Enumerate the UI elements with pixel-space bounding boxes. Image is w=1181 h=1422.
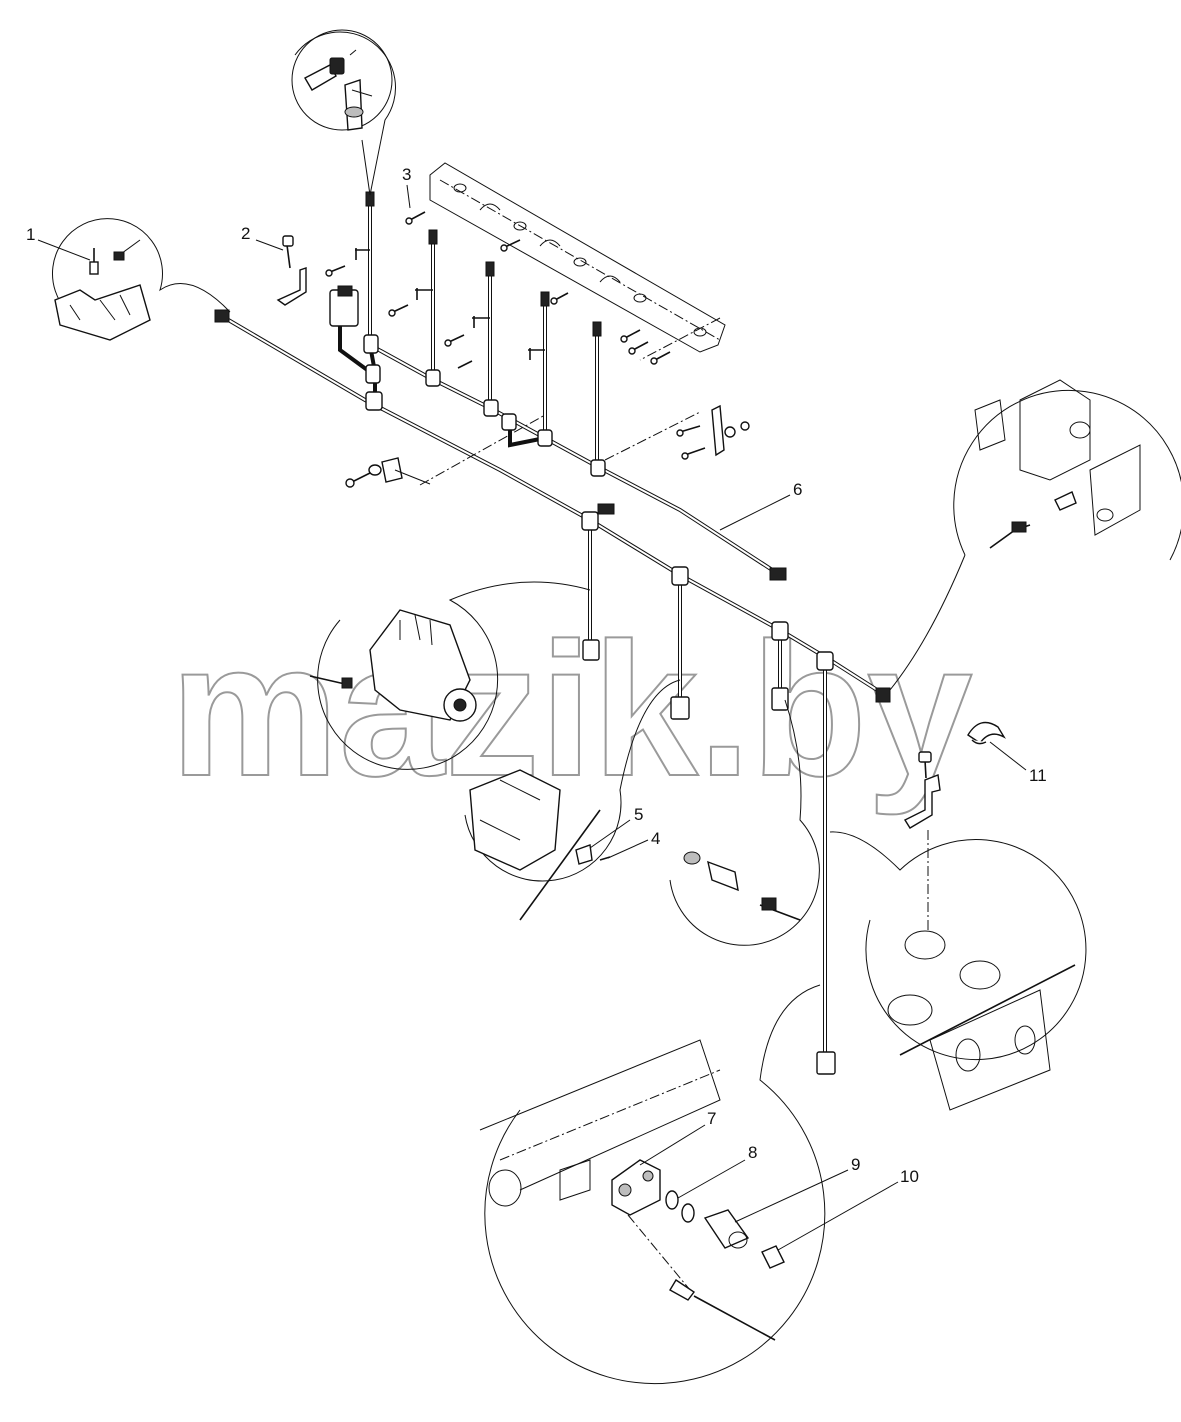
clip-bracket <box>676 404 750 460</box>
callout-11: 11 <box>989 741 1047 785</box>
callout-4: 4 <box>607 829 660 859</box>
detail-circle-top-sensor <box>291 29 396 196</box>
callout-label: 8 <box>748 1143 757 1162</box>
cable-clip <box>903 721 1006 930</box>
detail-circle-right-block <box>889 379 1181 691</box>
callout-1: 1 <box>26 225 91 261</box>
callout-7: 7 <box>639 1109 716 1166</box>
detail-circle-bottom-assembly <box>479 984 826 1385</box>
callout-2: 2 <box>241 224 284 251</box>
callout-label: 6 <box>793 480 802 499</box>
rail-bolts <box>325 211 671 369</box>
harness-sensor <box>345 457 431 488</box>
callout-10: 10 <box>777 1167 919 1251</box>
callout-8: 8 <box>677 1143 757 1199</box>
mounting-bracket <box>276 235 307 306</box>
callout-label: 1 <box>26 225 35 244</box>
detail-circle-bracket-sensor <box>464 679 681 921</box>
callout-3: 3 <box>402 165 411 209</box>
wiring-harness <box>214 191 891 1075</box>
detail-circle-left <box>51 218 231 341</box>
callout-label: 9 <box>851 1155 860 1174</box>
detail-circle-fuel-pump <box>309 581 591 770</box>
callout-label: 10 <box>900 1167 919 1186</box>
callout-label: 11 <box>1029 766 1047 785</box>
leader-lines <box>419 317 721 486</box>
callout-label: 5 <box>634 805 643 824</box>
callout-9: 9 <box>734 1155 860 1223</box>
callout-label: 7 <box>707 1109 716 1128</box>
detail-circle-temp-sensor <box>669 699 820 946</box>
watermark-text: mazik.by <box>170 604 973 816</box>
callout-label: 2 <box>241 224 250 243</box>
callout-label: 3 <box>402 165 411 184</box>
callout-label: 4 <box>651 829 660 848</box>
intake-manifold-rail <box>429 162 726 353</box>
callout-6: 6 <box>719 480 802 531</box>
callout-5: 5 <box>589 805 643 849</box>
detail-circle-cylinder-block <box>829 831 1087 1111</box>
